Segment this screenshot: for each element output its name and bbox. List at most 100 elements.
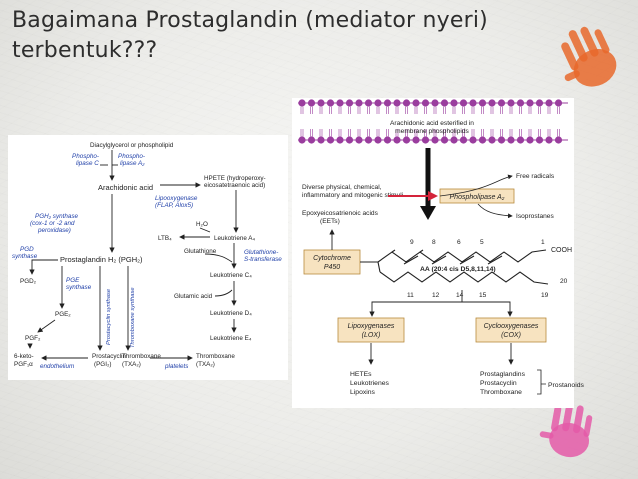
phospholipid-head [478,99,487,107]
phospholipid-head [459,136,468,144]
right-pathway-diagram: Arachidonic acid esterified in membrane … [292,98,584,408]
left-diagram-panel [8,135,288,380]
phospholipid-head [307,99,316,107]
endothelium-label: endothelium [40,363,74,370]
phospholipid-head [402,136,411,144]
lipoxygenase-label-2: (FLAP, Alox5) [155,202,193,209]
phospholipid-head [374,99,382,107]
phospholipid-head [507,99,515,107]
phospholipid-head [431,99,439,107]
phospholipid-head [554,99,563,107]
membrane-heads [298,99,563,144]
phospholipid-head [469,136,477,144]
phospholipid-head [431,136,439,144]
prostacyclin-label-1: Prostacyclin [92,353,126,360]
plc-label-2: lipase C [76,160,99,167]
cox-product-thromboxane: Thromboxane [480,389,522,396]
source-label: Diacylglycerol or phospholipid [90,142,174,149]
stimuli-label-2: inflammatory and mitogenic stimuli [302,192,404,199]
glutathione-label: Glutathione [184,248,217,255]
free-radicals-arrow [439,174,513,197]
keto-label-1: 6-keto- [14,353,34,360]
thromboxane1-label-2: (TXA₂) [122,361,141,368]
phospholipid-head [317,136,325,144]
pgh-synthase-label-2: (cox-1 or -2 and [30,220,75,227]
phospholipid-head [450,99,458,107]
cox-box [475,317,547,343]
thromboxane-synthase-label: Thromboxane synthase [130,287,136,348]
phospholipid-head [317,99,325,107]
phospholipid-head [554,136,563,144]
phospholipase-label: Phospholipase A₂ [450,194,505,201]
left-pathway-diagram: Diacylglycerol or phospholipid Phospho- … [8,135,288,380]
carbon-number-14: 14 [456,292,464,299]
phospholipid-head [421,99,430,107]
phospholipid-head [440,99,449,107]
ltb4-label: LTB₄ [158,235,172,242]
cox-label-2: (COX) [501,332,521,339]
phospholipid-head [507,136,515,144]
platelets-label: platelets [164,363,189,370]
lox-box [337,317,405,343]
phospholipid-head [488,99,496,107]
phospholipid-head [412,136,420,144]
phospholipid-head [516,99,525,107]
phospholipid-head [545,99,553,107]
carbon-number-19: 19 [541,292,549,299]
cox-arrow [462,301,513,317]
glut-transferase-label-2: S-transferase [244,256,282,263]
lta4-label: Leukotriene A₄ [214,235,256,242]
pgh2-label: Prostaglandin H₂ (PGH₂) [60,255,143,264]
h2o-label: H₂O [196,221,208,228]
carbon-number-8: 8 [432,239,436,246]
free-radicals-label: Free radicals [516,173,555,180]
carbon-number-6: 6 [457,239,461,246]
ltc4-label: Leukotriene C₄ [210,272,252,279]
cox-product-prostacyclin: Prostacyclin [480,380,517,387]
phospholipid-head [412,99,420,107]
phospholipid-head [355,99,363,107]
lox-arrow [369,290,463,317]
pgh-synthase-label-3: peroxidase) [37,227,71,234]
left-diagram-arrows [27,150,239,361]
phospholipid-head [497,99,506,107]
pge2-label: PGE₂ [55,311,71,318]
carbon-number-20: 20 [560,278,568,285]
title-line-2: terbentuk??? [12,38,158,63]
phospholipid-head [336,99,344,107]
phospholipid-head [374,136,382,144]
phospholipid-head [526,136,534,144]
arachidonic-label: Arachidonic acid [98,183,153,192]
aa-label: AA (20:4 cis D5,8,11,14) [420,266,496,273]
phospholipid-head [545,136,553,144]
phospholipid-head [345,99,354,107]
membrane-label-1: Arachidonic acid esterified in [390,120,474,127]
cytochrome-label-1: Cytochrome [313,255,351,262]
carbon-number-5: 5 [480,239,484,246]
phospholipid-head [355,136,363,144]
phospholipid-head [326,136,335,144]
phospholipid-head [440,136,449,144]
title-line-1: Bagaimana Prostaglandin (mediator nyeri) [12,8,488,33]
glutamic-label: Glutamic acid [174,293,213,300]
eets-label-2: (EETs) [320,218,340,225]
phospholipid-head [393,99,401,107]
lox-label-2: (LOX) [362,332,381,339]
stimuli-label-1: Diverse physical, chemical, [302,184,382,191]
pla2-label-1: Phospho- [118,153,145,160]
phospholipid-head [298,136,306,144]
phospholipid-head [459,99,468,107]
phospholipid-head [336,136,344,144]
cox-product-prostaglandins: Prostaglandins [480,371,526,378]
pgf2-label: PGF₂ [25,335,41,342]
phospholipid-head [469,99,477,107]
carbon-number-12: 12 [432,292,440,299]
cytochrome-label-2: P450 [324,264,340,271]
pgh-synthase-label-1: PGH₂ synthase [35,213,78,220]
carbon-number-9: 9 [410,239,414,246]
phospholipid-head [516,136,525,144]
pla2-label-2: lipase A₂ [120,160,145,167]
phospholipid-head [450,136,458,144]
lox-product-leukotrienes: Leukotrienes [350,380,390,387]
lox-product-hetes: HETEs [350,371,372,378]
